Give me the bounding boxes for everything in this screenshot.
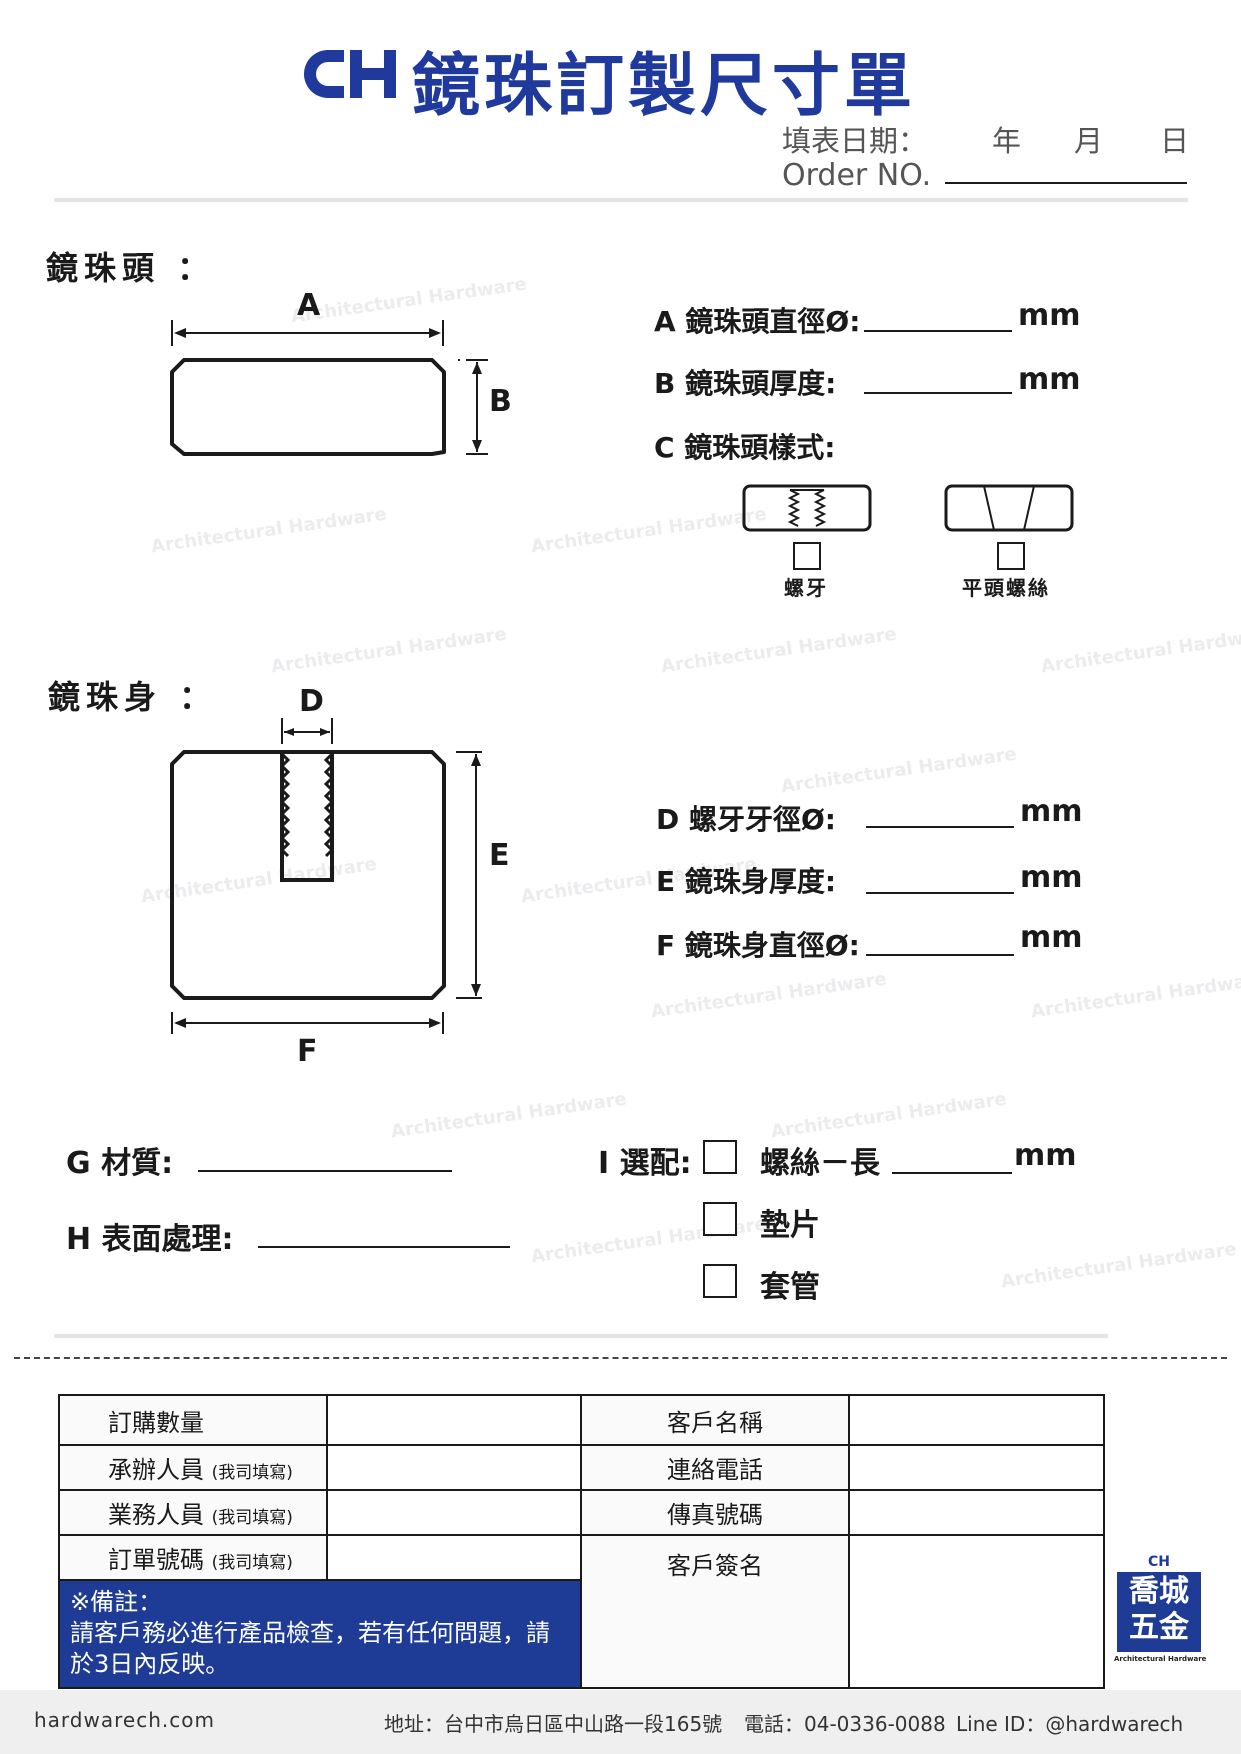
dim-a-label: A xyxy=(297,288,321,323)
handler-label: 承辦人員 (我司填寫) xyxy=(58,1444,328,1491)
ch-logo-icon xyxy=(304,50,396,98)
head-diameter-label: A 鏡珠頭直徑Ø: xyxy=(654,305,861,338)
order-table: 訂購數量 客戶名稱 承辦人員 (我司填寫) 連絡電話 業務人員 (我司填寫) 傳… xyxy=(58,1394,1105,1689)
watermark: Architectural Hardware xyxy=(779,743,1018,798)
head-diameter-input[interactable] xyxy=(864,330,1012,332)
body-diameter-label: F 鏡珠身直徑Ø: xyxy=(656,929,860,962)
date-month: 月 xyxy=(1074,124,1104,158)
watermark: Architectural Hardware xyxy=(529,503,768,558)
date-day: 日 xyxy=(1160,124,1190,158)
handler-cell[interactable] xyxy=(326,1444,582,1491)
material-input[interactable] xyxy=(198,1170,452,1172)
footer-address: 地址：台中市烏日區中山路一段165號 xyxy=(384,1712,723,1736)
remark-text: 請客戶務必進行產品檢查，若有任何問題，請於3日內反映。 xyxy=(70,1619,550,1679)
stamp-block: 喬城 五金 xyxy=(1117,1572,1201,1652)
remark-box: ※備註： 請客戶務必進行產品檢查，若有任何問題，請於3日內反映。 xyxy=(58,1579,582,1689)
body-thickness-label: E 鏡珠身厚度: xyxy=(656,865,837,898)
head-style-label: C 鏡珠頭樣式: xyxy=(654,431,836,464)
thread-style-icon xyxy=(742,484,872,532)
flat-screw-style-icon xyxy=(944,484,1074,532)
quantity-cell[interactable] xyxy=(326,1394,582,1446)
date-label: 填表日期： xyxy=(782,124,928,158)
screw-length-input[interactable] xyxy=(892,1172,1012,1174)
body-diameter-input[interactable] xyxy=(866,954,1014,956)
phone-cell[interactable] xyxy=(848,1444,1105,1491)
body-diagram xyxy=(170,718,482,1034)
head-section-title: 鏡珠頭 ： xyxy=(46,249,216,287)
head-diagram xyxy=(170,320,460,456)
remark-title: ※備註： xyxy=(70,1588,163,1616)
fax-cell[interactable] xyxy=(848,1489,1105,1536)
head-thickness-dimension xyxy=(466,359,488,455)
signature-cell[interactable] xyxy=(848,1534,1105,1689)
date-year: 年 xyxy=(992,124,1022,158)
phone-label: 連絡電話 xyxy=(580,1444,850,1491)
washer-label: 墊片 xyxy=(760,1208,820,1243)
stamp-subtitle: Architectural Hardware xyxy=(1114,1655,1207,1663)
order-no-label: Order NO. xyxy=(782,158,932,193)
sleeve-checkbox[interactable] xyxy=(703,1264,737,1298)
signature-label: 客戶簽名 xyxy=(580,1534,850,1689)
thread-style-checkbox[interactable] xyxy=(793,542,821,570)
watermark: Architectural Hardware xyxy=(999,1238,1238,1293)
thread-style-label: 螺牙 xyxy=(784,576,828,600)
footer-phone: 電話：04-0336-0088 xyxy=(744,1712,946,1736)
stamp-logo-text: CH xyxy=(1148,1554,1170,1570)
surface-treatment-input[interactable] xyxy=(258,1246,510,1248)
sales-label: 業務人員 (我司填寫) xyxy=(58,1489,328,1536)
screw-length-label: 螺絲－長 xyxy=(760,1146,880,1181)
watermark: Architectural Hardware xyxy=(769,1088,1008,1143)
order-no-input[interactable] xyxy=(945,182,1187,184)
order-no-cell[interactable] xyxy=(326,1534,582,1581)
dim-d-label: D xyxy=(299,684,324,719)
header-divider xyxy=(54,198,1188,202)
stamp-line-1: 喬城 xyxy=(1129,1574,1189,1609)
thread-diameter-label: D 螺牙牙徑Ø: xyxy=(656,803,836,836)
quantity-label: 訂購數量 xyxy=(58,1394,328,1446)
body-section-title: 鏡珠身 ： xyxy=(48,678,218,716)
surface-treatment-label: H 表面處理: xyxy=(66,1222,234,1257)
accessory-label: I 選配: xyxy=(598,1146,692,1181)
dim-b-label: B xyxy=(489,384,512,419)
body-thickness-unit: mm xyxy=(1020,860,1083,895)
head-thickness-input[interactable] xyxy=(864,392,1012,394)
body-diameter-unit: mm xyxy=(1020,920,1083,955)
footer-website[interactable]: hardwarech.com xyxy=(34,1708,215,1732)
footer-line-id: Line ID：@hardwarech xyxy=(956,1712,1184,1736)
stamp-line-2: 五金 xyxy=(1129,1610,1189,1645)
sleeve-label: 套管 xyxy=(760,1270,820,1305)
material-label: G 材質: xyxy=(66,1146,174,1181)
thread-diameter-input[interactable] xyxy=(866,826,1014,828)
head-thickness-label: B 鏡珠頭厚度: xyxy=(654,367,837,400)
options-divider xyxy=(54,1334,1108,1338)
watermark: Architectural Hardware xyxy=(659,623,898,678)
dim-e-label: E xyxy=(489,838,510,873)
flat-screw-style-checkbox[interactable] xyxy=(997,542,1025,570)
body-thickness-input[interactable] xyxy=(866,892,1014,894)
watermark: Architectural Hardware xyxy=(149,503,388,558)
watermark: Architectural Hardware xyxy=(269,623,508,678)
thread-diameter-unit: mm xyxy=(1020,794,1083,829)
screw-length-checkbox[interactable] xyxy=(703,1140,737,1174)
customer-name-cell[interactable] xyxy=(848,1394,1105,1446)
watermark: Architectural Hardware xyxy=(649,968,888,1023)
screw-length-unit: mm xyxy=(1014,1138,1077,1173)
cut-line xyxy=(14,1357,1227,1359)
page-title: 鏡珠訂製尺寸單 xyxy=(412,47,917,126)
customer-name-label: 客戶名稱 xyxy=(580,1394,850,1446)
flat-screw-style-label: 平頭螺絲 xyxy=(962,576,1050,600)
footer: hardwarech.com 地址：台中市烏日區中山路一段165號 電話：04-… xyxy=(0,1690,1241,1754)
watermark: Architectural Hardware xyxy=(1029,968,1241,1023)
washer-checkbox[interactable] xyxy=(703,1202,737,1236)
dim-f-label: F xyxy=(297,1034,318,1069)
watermark: Architectural Hardware xyxy=(389,1088,628,1143)
fax-label: 傳真號碼 xyxy=(580,1489,850,1536)
brand-stamp: CH 喬城 五金 Architectural Hardware xyxy=(1114,1554,1207,1670)
head-thickness-unit: mm xyxy=(1018,362,1081,397)
head-diameter-unit: mm xyxy=(1018,298,1081,333)
order-no-label-cell: 訂單號碼 (我司填寫) xyxy=(58,1534,328,1581)
watermark: Architectural Hardware xyxy=(1039,623,1241,678)
sales-cell[interactable] xyxy=(326,1489,582,1536)
